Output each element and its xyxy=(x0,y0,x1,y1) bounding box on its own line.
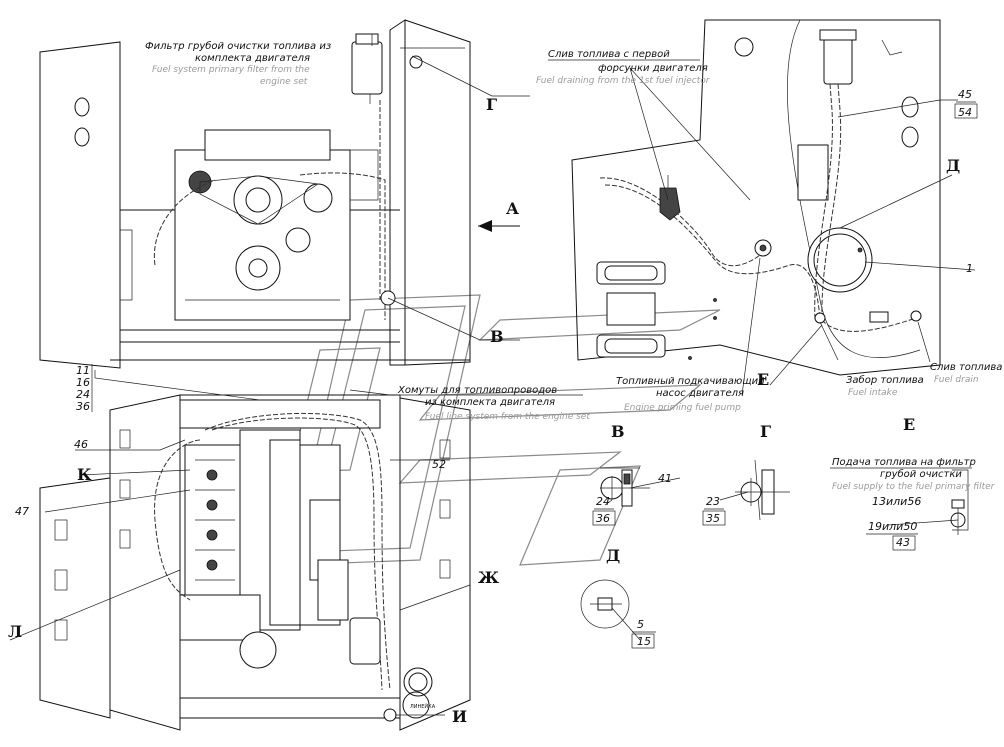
callout-52: 52 xyxy=(432,458,446,471)
callout-46: 46 xyxy=(74,438,88,451)
label-clamps-ru: Хомуты для топливопроводов xyxy=(397,385,557,396)
view-arrow-a xyxy=(478,220,520,232)
letter-l: Л xyxy=(8,622,22,641)
letter-i: И xyxy=(452,707,467,726)
stamp-text: ЛИНЕЙКА xyxy=(410,703,436,710)
callout-41: 41 xyxy=(658,472,672,485)
callout-v-24: 24 xyxy=(596,495,610,508)
label-drain-inj-ru2: форсунки двигателя xyxy=(598,63,708,74)
callout-d-5: 5 xyxy=(637,618,644,631)
callout-1: 1 xyxy=(966,262,973,275)
top-left-frame-view xyxy=(39,19,471,369)
letter-g: Г xyxy=(486,95,497,114)
callout-47: 47 xyxy=(15,505,29,518)
label-drain-ru: Слив топлива xyxy=(930,362,1002,373)
label-pump-ru2: насос двигателя xyxy=(656,388,744,399)
callout-36: 36 xyxy=(76,400,90,413)
label-intake-ru: Забор топлива xyxy=(846,374,924,386)
callout-11: 11 xyxy=(76,364,90,377)
label-filter-en: Fuel system primary filter from the xyxy=(152,65,310,75)
label-clamps-en: Fuel line system from the engine set xyxy=(425,412,590,422)
label-supply-ru: Подача топлива на фильтр xyxy=(832,457,976,468)
letter-designations: Г А В Д Е К Л Ж И В Г Е Д xyxy=(8,95,960,726)
callout-16: 16 xyxy=(76,376,90,389)
letter-e: Е xyxy=(757,370,769,389)
view-title-e: Е xyxy=(903,415,915,434)
label-pump-ru: Топливный подкачивающий xyxy=(616,376,765,387)
label-drain-en: Fuel drain xyxy=(934,375,979,385)
callout-g-35: 35 xyxy=(706,512,720,525)
letter-a: А xyxy=(506,199,519,218)
callout-e-19: 19или50 xyxy=(868,520,917,533)
label-drain-inj-ru: Слив топлива с первой xyxy=(548,49,670,60)
label-drain-inj-en: Fuel draining from the 1st fuel injector xyxy=(536,76,711,86)
callout-e-43: 43 xyxy=(896,536,910,549)
callout-24: 24 xyxy=(76,388,90,401)
callout-numbers: 45 54 1 11 16 24 36 46 47 52 41 24 36 23… xyxy=(15,88,978,649)
detail-view-d xyxy=(580,579,630,629)
label-filter-ru: Фильтр грубой очистки топлива из xyxy=(145,40,331,52)
priming-pump xyxy=(754,239,772,257)
detail-view-v xyxy=(600,467,650,507)
detail-view-g xyxy=(735,459,790,521)
engine-front xyxy=(174,129,351,321)
leader-lines xyxy=(9,34,976,716)
injector-drain-fitting xyxy=(659,175,681,221)
callout-v-36: 36 xyxy=(596,512,610,525)
callout-54: 54 xyxy=(958,106,972,119)
callout-45: 45 xyxy=(958,88,972,101)
letter-v: В xyxy=(490,327,504,346)
engine-plan xyxy=(179,429,349,669)
letter-k: К xyxy=(77,465,92,484)
label-supply-en: Fuel supply to the fuel primary filter xyxy=(832,482,996,492)
label-supply-ru2: грубой очистки xyxy=(880,468,962,480)
callout-d-15: 15 xyxy=(637,635,651,648)
primary-fuel-filter-top xyxy=(351,33,423,104)
letter-zh: Ж xyxy=(478,568,499,587)
label-pump-en: Engine priming fuel pump xyxy=(624,403,741,413)
label-filter-en2: engine set xyxy=(260,77,308,87)
callout-e-13: 13или56 xyxy=(872,495,921,508)
view-title-d: Д xyxy=(606,546,620,565)
bottom-left-plan-view xyxy=(39,394,471,731)
view-title-v: В xyxy=(611,422,625,441)
stamp-seal xyxy=(402,691,430,719)
label-intake-en: Fuel intake xyxy=(848,388,898,398)
callout-g-23: 23 xyxy=(706,495,720,508)
view-title-g: Г xyxy=(760,422,771,441)
letter-d: Д xyxy=(946,156,960,175)
label-filter-ru2: комплекта двигателя xyxy=(195,53,310,64)
label-clamps-ru2: из комплекта двигателя xyxy=(425,397,555,408)
text-labels: Фильтр грубой очистки топлива из комплек… xyxy=(145,40,1002,710)
